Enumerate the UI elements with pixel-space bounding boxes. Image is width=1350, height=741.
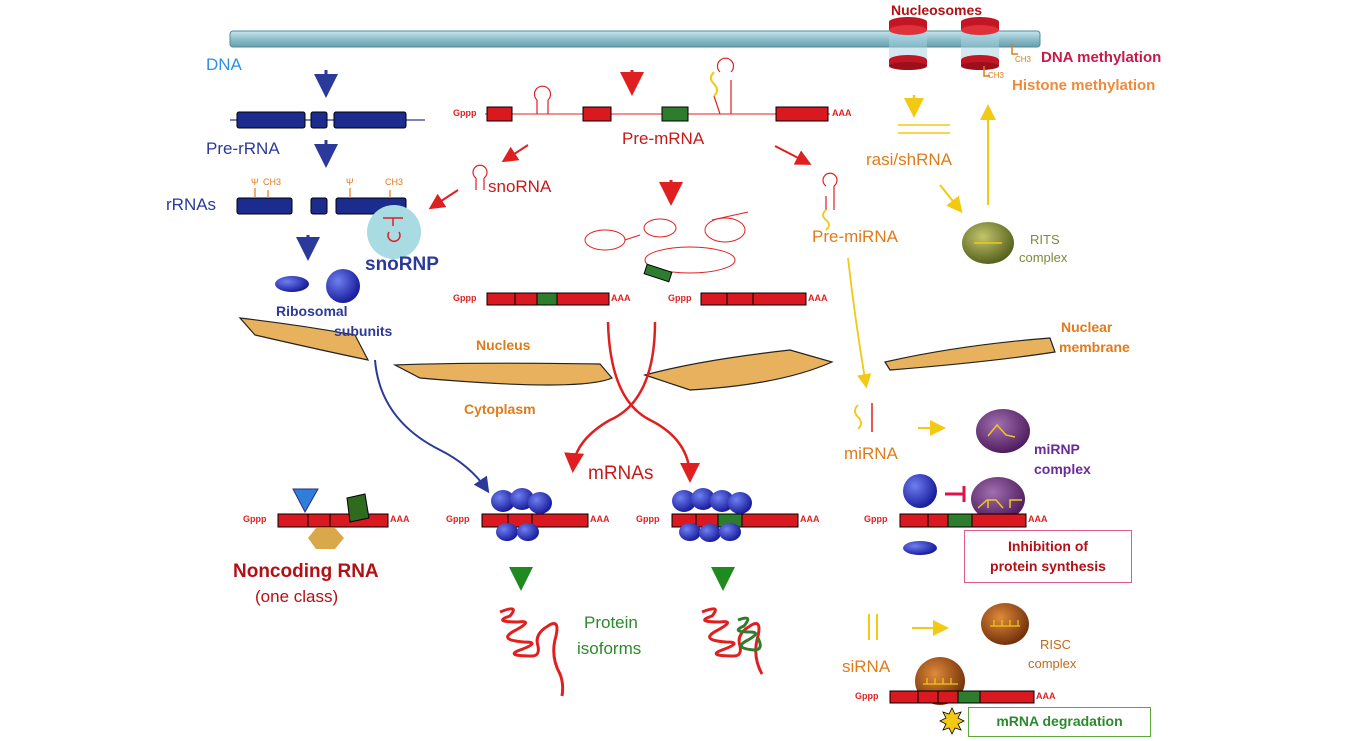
label-mirnp: miRNP xyxy=(1034,441,1080,457)
nucleosome-2 xyxy=(961,17,999,70)
label-snorna: snoRNA xyxy=(488,177,552,196)
label-aaa-sirna: AAA xyxy=(1036,691,1056,701)
label-rrnas: rRNAs xyxy=(166,195,217,214)
label-gppp-premrna: Gppp xyxy=(453,108,477,118)
label-gppp-mrna-2: Gppp xyxy=(668,293,692,303)
label-gppp-mrna-1: Gppp xyxy=(453,293,477,303)
label-rits: RITS xyxy=(1030,232,1060,247)
label-gppp-sirna: Gppp xyxy=(855,691,879,701)
label-aaa-premrna: AAA xyxy=(832,108,852,118)
label-psi-1: Ψ xyxy=(251,177,259,187)
label-protein: Protein xyxy=(584,613,638,632)
label-ribosomal: Ribosomal xyxy=(276,303,348,319)
label-aaa-ribo-1: AAA xyxy=(590,514,610,524)
label-aaa-noncoding: AAA xyxy=(390,514,410,524)
label-subunits: subunits xyxy=(334,323,393,339)
label-one-class: (one class) xyxy=(255,587,339,606)
label-nucleosomes: Nucleosomes xyxy=(891,2,983,18)
label-risc-complex: complex xyxy=(1028,656,1077,671)
nucleosome-1 xyxy=(889,17,927,70)
label-aaa-mrna-1: AAA xyxy=(611,293,631,303)
label-gppp-mirna: Gppp xyxy=(864,514,888,524)
label-noncoding-rna: Noncoding RNA xyxy=(233,561,379,582)
label-nuclear: Nuclear xyxy=(1061,319,1113,335)
label-ch3-rrna-2: CH3 xyxy=(385,177,404,187)
label-aaa-ribo-2: AAA xyxy=(800,514,820,524)
label-ch3-histone: CH3 xyxy=(988,71,1005,80)
chromatin-bar xyxy=(229,30,1041,48)
label-pre-mirna: Pre-miRNA xyxy=(812,227,898,246)
label-mrnas: mRNAs xyxy=(588,463,654,484)
label-ch3-rrna-1: CH3 xyxy=(263,177,282,187)
label-ch3-dna: CH3 xyxy=(1015,55,1032,64)
label-mrna-degradation: mRNA degradation xyxy=(996,713,1123,729)
label-mirna: miRNA xyxy=(844,444,898,463)
label-gppp-ribo-2: Gppp xyxy=(636,514,660,524)
label-pre-rrna: Pre-rRNA xyxy=(206,139,280,158)
label-mirnp-complex: complex xyxy=(1034,461,1091,477)
label-aaa-mrna-2: AAA xyxy=(808,293,828,303)
label-dna-methylation: DNA methylation xyxy=(1041,49,1162,66)
label-membrane: membrane xyxy=(1059,339,1130,355)
mrna-degradation-box: mRNA degradation xyxy=(968,707,1151,737)
label-gppp-ribo-1: Gppp xyxy=(446,514,470,524)
label-risc: RISC xyxy=(1040,637,1072,652)
label-gppp-noncoding: Gppp xyxy=(243,514,267,524)
inhibition-box: Inhibition of protein synthesis xyxy=(964,530,1132,583)
label-isoforms: isoforms xyxy=(577,639,642,658)
label-dna: DNA xyxy=(206,55,242,74)
label-sirna: siRNA xyxy=(842,657,891,676)
label-inhibition-2: protein synthesis xyxy=(990,558,1106,574)
label-histone-methylation: Histone methylation xyxy=(1012,77,1156,94)
label-psi-2: Ψ xyxy=(346,177,354,187)
label-pre-mrna: Pre-mRNA xyxy=(622,129,705,148)
label-cytoplasm: Cytoplasm xyxy=(464,401,536,417)
label-rits-complex: complex xyxy=(1019,250,1068,265)
label-nucleus: Nucleus xyxy=(476,337,531,353)
label-aaa-mirna: AAA xyxy=(1028,514,1048,524)
label-rasi-shrna: rasi/shRNA xyxy=(866,150,952,169)
label-snornp: snoRNP xyxy=(365,254,439,275)
label-inhibition-1: Inhibition of xyxy=(1007,538,1089,554)
